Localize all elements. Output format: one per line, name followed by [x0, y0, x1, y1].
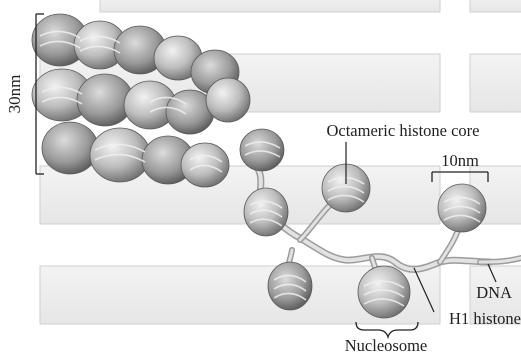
label-h1-histone: H1 histone: [449, 309, 521, 328]
label-nucleosome: Nucleosome: [345, 336, 427, 354]
label-octameric-histone-core: Octameric histone core: [326, 121, 479, 140]
nucleosome: [438, 184, 486, 232]
label-30nm: 30nm: [5, 75, 24, 114]
nucleosome: [358, 266, 410, 318]
solenoid-fiber: [32, 14, 284, 187]
label-dna: DNA: [476, 283, 512, 302]
nucleosome: [268, 262, 312, 310]
nucleosome: [244, 188, 288, 236]
label-10nm: 10nm: [441, 151, 479, 170]
